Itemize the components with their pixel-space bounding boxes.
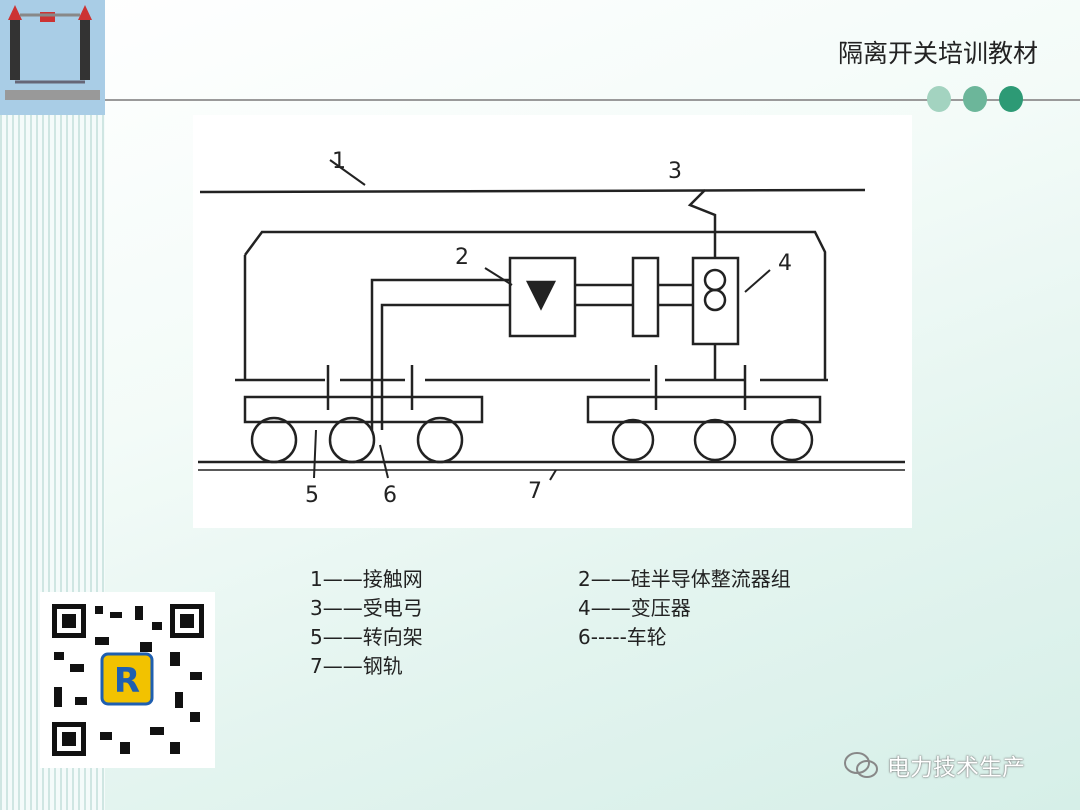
legend-item: 6-----车轮 xyxy=(578,625,667,649)
legend-item: 1——接触网 xyxy=(310,567,423,591)
legend-left: 1——接触网 3——受电弓 5——转向架 7——钢轨 xyxy=(310,565,423,681)
watermark: 电力技术生产 xyxy=(843,748,1025,782)
legend-item: 3——受电弓 xyxy=(310,596,423,620)
label-4: 4 xyxy=(778,251,792,276)
page-title: 隔离开关培训教材 xyxy=(837,39,1038,68)
legend-item: 5——转向架 xyxy=(310,625,423,649)
label-3: 3 xyxy=(668,159,682,184)
svg-text:R: R xyxy=(114,661,140,701)
disconnector-photo xyxy=(0,0,105,115)
decorative-dot xyxy=(963,86,987,112)
label-1: 1 xyxy=(332,149,346,174)
qr-code: R xyxy=(40,592,215,768)
label-7: 7 xyxy=(528,479,542,504)
header-divider xyxy=(105,99,1080,101)
legend-item: 2——硅半导体整流器组 xyxy=(578,567,791,591)
decorative-dot xyxy=(999,86,1023,112)
watermark-text: 电力技术生产 xyxy=(887,755,1025,781)
locomotive-diagram: 1 2 3 4 5 6 7 xyxy=(193,115,912,528)
label-5: 5 xyxy=(305,483,319,508)
legend-item: 7——钢轨 xyxy=(310,654,403,678)
legend-right: 2——硅半导体整流器组 4——变压器 6-----车轮 xyxy=(578,565,791,652)
label-6: 6 xyxy=(383,483,397,508)
wechat-icon xyxy=(844,752,878,778)
decorative-dot xyxy=(927,86,951,112)
legend-item: 4——变压器 xyxy=(578,596,691,620)
label-2: 2 xyxy=(455,245,469,270)
